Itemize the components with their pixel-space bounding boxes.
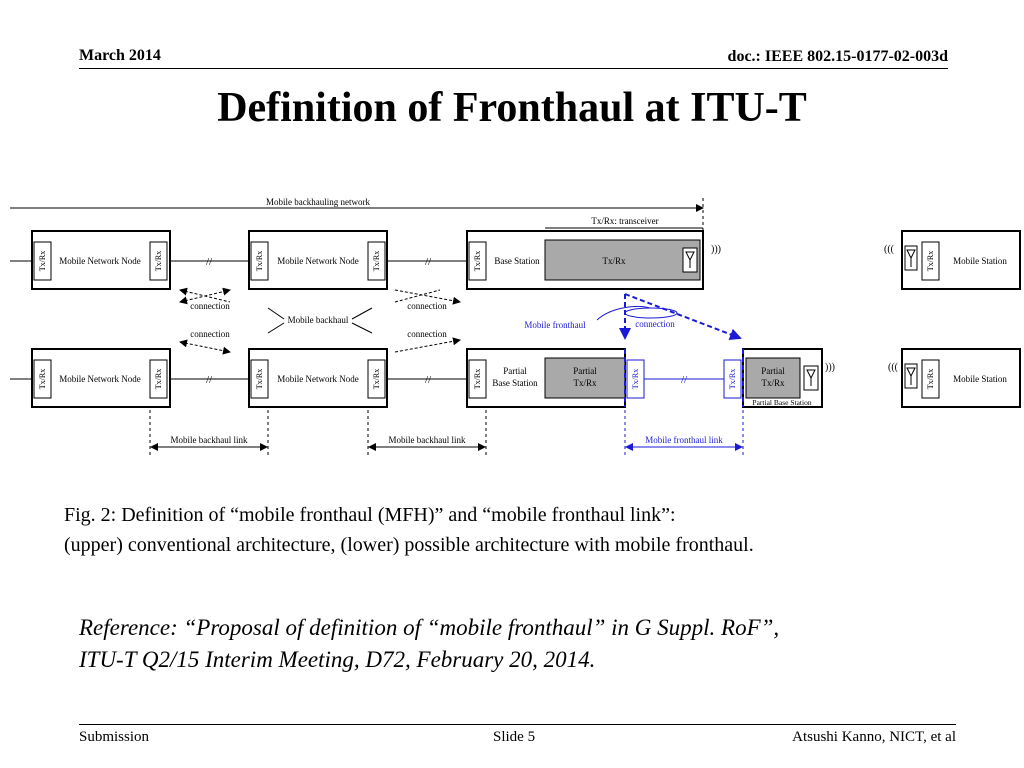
- svg-text:Tx/Rx: Tx/Rx: [761, 378, 785, 388]
- mobile-backhaul-label: Mobile backhaul: [288, 315, 349, 325]
- fronthaul-txrx-right: Tx/Rx: [723, 359, 742, 399]
- svg-text:Tx/Rx: Tx/Rx: [154, 251, 163, 271]
- svg-text:Tx/Rx: Tx/Rx: [154, 369, 163, 389]
- lower-link-break-1: //: [206, 374, 213, 386]
- fronthaul-link-break: //: [681, 374, 688, 386]
- upper-base-station: Tx/Rx Base Station Tx/Rx: [466, 230, 704, 290]
- svg-text:Base Station: Base Station: [492, 378, 538, 388]
- connection-label-upper-left: connection: [190, 301, 230, 311]
- reference-line-2: ITU-T Q2/15 Interim Meeting, D72, Februa…: [79, 647, 596, 672]
- lower-mobile-station-wave-icon: (((: [888, 362, 899, 373]
- svg-text:Tx/Rx: Tx/Rx: [573, 378, 597, 388]
- svg-text:Mobile Network Node: Mobile Network Node: [59, 374, 140, 384]
- svg-text:Partial: Partial: [761, 366, 785, 376]
- backhaul-link-label-2: Mobile backhaul link: [389, 435, 466, 445]
- fronthaul-connection-arrow: [624, 293, 742, 341]
- fronthaul-txrx-left: Tx/Rx: [626, 359, 645, 399]
- slide-title: Definition of Fronthaul at ITU-T: [217, 85, 807, 131]
- caption-line-1: Fig. 2: Definition of “mobile fronthaul …: [64, 504, 676, 526]
- lower-mobile-station: Tx/Rx Mobile Station: [901, 348, 1021, 408]
- header-rule: [79, 68, 948, 69]
- backhauling-network-label: Mobile backhauling network: [266, 197, 370, 207]
- footer-submission: Submission: [79, 729, 150, 745]
- remote-partial-bs-wave-icon: ))): [825, 362, 835, 373]
- svg-text:Mobile Network Node: Mobile Network Node: [59, 256, 140, 266]
- connection-label-upper-right: connection: [407, 301, 447, 311]
- lower-mobile-network-node-2: Tx/Rx Tx/Rx Mobile Network Node: [248, 348, 388, 408]
- header-date: March 2014: [79, 47, 161, 64]
- footer-slide-number: Slide 5: [493, 729, 536, 745]
- svg-text:Tx/Rx: Tx/Rx: [631, 369, 640, 389]
- svg-text:Tx/Rx: Tx/Rx: [372, 369, 381, 389]
- figure-caption: Fig. 2: Definition of “mobile fronthaul …: [64, 500, 754, 560]
- connection-arrows: [179, 287, 461, 355]
- svg-text:Partial Base Station: Partial Base Station: [752, 398, 811, 407]
- svg-text:Tx/Rx: Tx/Rx: [38, 251, 47, 271]
- mobile-fronthaul-label: Mobile fronthaul: [524, 320, 586, 330]
- footer-author: Atsushi Kanno, NICT, et al: [792, 729, 956, 745]
- caption-line-2: (upper) conventional architecture, (lowe…: [64, 534, 754, 556]
- upper-mobile-network-node-2: Tx/Rx Tx/Rx Mobile Network Node: [248, 230, 388, 290]
- reference: Reference: “Proposal of definition of “m…: [79, 612, 779, 676]
- svg-text:Tx/Rx: Tx/Rx: [473, 369, 482, 389]
- svg-text:Mobile Station: Mobile Station: [953, 374, 1007, 384]
- svg-text:Tx/Rx: Tx/Rx: [926, 251, 935, 271]
- txrx-legend: Tx/Rx: transceiver: [591, 216, 658, 226]
- connection-label-lower-right: connection: [407, 329, 447, 339]
- svg-text:Tx/Rx: Tx/Rx: [926, 369, 935, 389]
- lower-partial-base-station: Tx/Rx Partial Base Station Partial Tx/Rx: [466, 348, 626, 408]
- svg-text:Tx/Rx: Tx/Rx: [473, 251, 482, 271]
- svg-text:Tx/Rx: Tx/Rx: [602, 256, 626, 266]
- remote-partial-base-station: Partial Tx/Rx Partial Base Station: [742, 348, 823, 408]
- fronthaul-connection-label: connection: [635, 319, 675, 329]
- svg-text:Tx/Rx: Tx/Rx: [38, 369, 47, 389]
- header-doc-id: doc.: IEEE 802.15-0177-02-003d: [727, 48, 948, 65]
- svg-text:Base Station: Base Station: [494, 256, 540, 266]
- upper-mobile-network-node-1: Tx/Rx Tx/Rx Mobile Network Node: [31, 230, 171, 290]
- upper-base-station-wave-icon: ))): [711, 244, 721, 255]
- lower-mobile-network-node-1: Tx/Rx Tx/Rx Mobile Network Node: [31, 348, 171, 408]
- svg-text:Mobile Network Node: Mobile Network Node: [277, 256, 358, 266]
- svg-text:Tx/Rx: Tx/Rx: [728, 369, 737, 389]
- upper-link-break-1: //: [206, 256, 213, 268]
- upper-mobile-station: Tx/Rx Mobile Station: [901, 230, 1021, 290]
- backhaul-link-label-1: Mobile backhaul link: [171, 435, 248, 445]
- footer-rule: [79, 724, 956, 725]
- svg-text:Mobile Network Node: Mobile Network Node: [277, 374, 358, 384]
- svg-text:Tx/Rx: Tx/Rx: [372, 251, 381, 271]
- svg-text:Mobile Station: Mobile Station: [953, 256, 1007, 266]
- fronthaul-diagram: Mobile backhauling network Tx/Rx: transc…: [10, 197, 1021, 458]
- fronthaul-link-label: Mobile fronthaul link: [645, 435, 723, 445]
- svg-text:Tx/Rx: Tx/Rx: [255, 251, 264, 271]
- connection-label-lower-left: connection: [190, 329, 230, 339]
- svg-text:Partial: Partial: [573, 366, 597, 376]
- svg-text:Partial: Partial: [503, 366, 527, 376]
- upper-mobile-station-wave-icon: (((: [884, 244, 895, 255]
- svg-text:Tx/Rx: Tx/Rx: [255, 369, 264, 389]
- lower-link-break-2: //: [425, 374, 432, 386]
- reference-line-1: Reference: “Proposal of definition of “m…: [79, 615, 780, 640]
- upper-link-break-2: //: [425, 256, 432, 268]
